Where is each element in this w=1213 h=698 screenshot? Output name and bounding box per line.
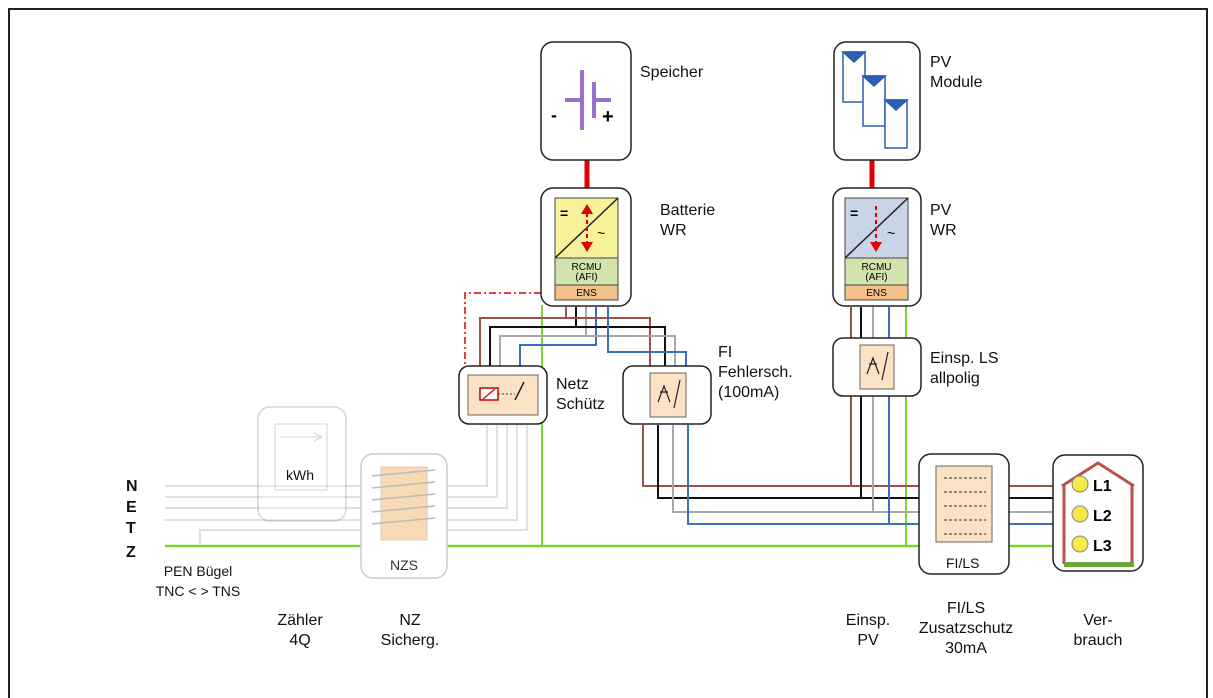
bulb-icon xyxy=(1071,475,1089,553)
label-zaehler: Zähler 4Q xyxy=(277,612,323,649)
grid-line-l2 xyxy=(165,425,498,498)
svg-text:~: ~ xyxy=(597,225,605,241)
aux-control xyxy=(464,292,556,367)
pv-wr-box: = ~ RCMU(AFI) ENS xyxy=(832,187,922,307)
label-fi-ls-zusatz: FI/LS Zusatzschutz 30mA xyxy=(918,600,1014,657)
speicher-box: - + xyxy=(540,41,632,161)
label-pv-module: PV Module xyxy=(930,54,983,91)
svg-text:=: = xyxy=(560,205,568,221)
label-kwh: kWh xyxy=(286,467,314,483)
einsp-ls-box xyxy=(832,337,922,397)
load-l3: L3 xyxy=(1093,538,1112,555)
label-pen-buegel: PEN Bügel TNC < > TNS xyxy=(155,563,241,599)
fi-in-n xyxy=(607,307,687,367)
pv-rcmu: RCMU(AFI) xyxy=(862,262,892,283)
fi-ls-box xyxy=(918,453,1010,575)
label-speicher: Speicher xyxy=(640,64,704,81)
netz-schuetz-box xyxy=(458,365,548,425)
svg-text:~: ~ xyxy=(887,225,895,241)
diagram-frame xyxy=(8,8,1208,698)
pv-module-box xyxy=(833,41,921,161)
label-fi-ls-box: FI/LS xyxy=(946,555,980,571)
fi-in-l1 xyxy=(566,317,651,367)
svg-text:=: = xyxy=(850,205,858,221)
batt-line-l1 xyxy=(479,307,567,367)
meter-box xyxy=(257,406,347,522)
battery-plus: + xyxy=(602,106,614,128)
netz-letter-z: Z xyxy=(126,544,136,561)
label-einsp-ls: Einsp. LS allpolig xyxy=(930,350,999,387)
battery-minus: - xyxy=(551,105,557,125)
battery-icon xyxy=(565,70,611,130)
grid-line-l1 xyxy=(165,425,488,487)
label-nz-sicherg: NZ Sicherg. xyxy=(380,612,440,649)
pv-panel-icon xyxy=(841,51,909,149)
label-netz-schuetz: Netz Schütz xyxy=(556,376,605,413)
fi-in-l2 xyxy=(576,326,666,367)
label-fi: FI Fehlersch. (100mA) xyxy=(718,344,793,401)
load-l2: L2 xyxy=(1093,508,1112,525)
fi-in-l3 xyxy=(586,335,676,367)
netz-letter-t: T xyxy=(126,520,136,537)
grid-line-n xyxy=(165,425,518,521)
label-pv-wr: PV WR xyxy=(930,202,957,239)
netz-letter-n: N xyxy=(126,478,138,495)
label-nzs: NZS xyxy=(390,557,418,573)
house-box: L1 L2 L3 xyxy=(1052,454,1144,572)
label-batterie-wr: Batterie WR xyxy=(660,202,716,239)
batterie-wr-box: = ~ RCMU(AFI) ENS xyxy=(540,187,632,307)
wiring-diagram: - + = ~ RCMU(AFI) ENS = xyxy=(165,41,1144,579)
label-verbrauch: Ver- brauch xyxy=(1073,612,1123,649)
batt-wr-to-fi xyxy=(566,307,687,367)
batt-ens: ENS xyxy=(576,288,597,299)
grid-line-l3 xyxy=(165,425,508,509)
netz-letter-e: E xyxy=(126,499,137,516)
fi-box xyxy=(622,365,712,425)
load-l1: L1 xyxy=(1093,478,1112,495)
nzs-box xyxy=(360,453,448,579)
label-einsp-pv: Einsp. PV xyxy=(845,612,891,649)
batt-rcmu: RCMU(AFI) xyxy=(572,262,602,283)
batt-line-l3 xyxy=(499,307,587,367)
pv-ens: ENS xyxy=(866,288,887,299)
